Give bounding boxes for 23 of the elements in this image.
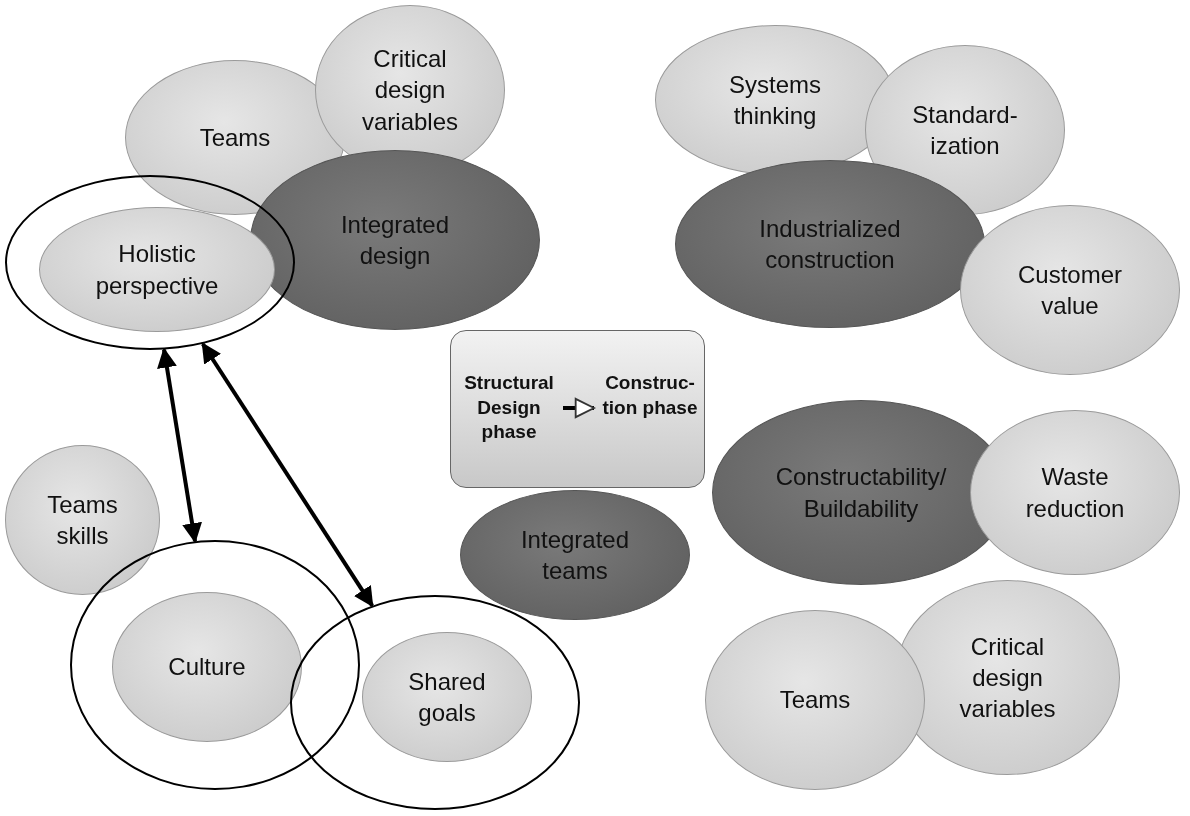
bubble-label: Teams (778, 685, 852, 716)
bubble-label: Customer value (1017, 259, 1123, 321)
bubble-label: Standard- ization (911, 99, 1019, 161)
phase-label: Construc- tion phase (600, 371, 700, 421)
double-arrow (157, 347, 202, 544)
bubble-label: Holistic perspective (94, 239, 220, 301)
phase-label: Structural Design phase (459, 371, 559, 446)
bubble-label: Teams skills (46, 489, 119, 551)
bubble-label: Waste reduction (1024, 462, 1126, 524)
bubble-label: Constructability/ Buildability (774, 462, 948, 524)
hollow-arrow (563, 397, 595, 419)
phase-panel (450, 330, 705, 488)
bubble-label: Critical design variables (958, 631, 1057, 725)
bubble-label: Critical design variables (360, 44, 459, 137)
bubble-label: Shared goals (407, 666, 487, 728)
highlight-ring (290, 595, 580, 810)
bubble-label: Industrialized construction (758, 213, 902, 275)
bubble-label: Integrated teams (519, 524, 631, 586)
double-arrow (201, 342, 374, 608)
bubble-label: Teams (198, 122, 272, 153)
bubble-label: Culture (167, 652, 247, 683)
bubble-label: Systems thinking (728, 69, 822, 131)
bubble-label: Integrated design (339, 209, 451, 271)
